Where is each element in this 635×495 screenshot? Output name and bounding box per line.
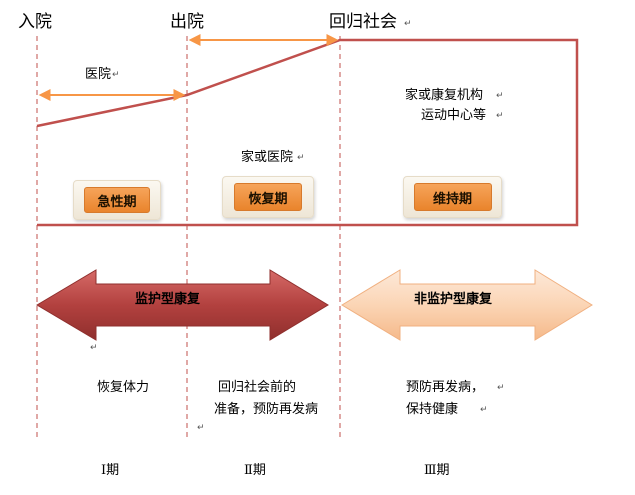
milestone-discharge: 出院 — [170, 12, 204, 32]
return-mark: ↵ — [496, 91, 504, 101]
location-home-or-rehab-line2: 运动中心等 — [421, 108, 487, 123]
stage-3-label: Ⅲ期 — [424, 463, 450, 478]
goal-phase2-line2: 准备，预防再发病 — [214, 402, 319, 417]
stage-2-label: Ⅱ期 — [244, 463, 266, 478]
return-mark: ↵ — [112, 70, 120, 80]
supervised-rehab-label: 监护型康复 — [135, 292, 201, 307]
goal-phase1: 恢复体力 — [97, 380, 150, 395]
milestone-return-society: 回归社会 — [329, 12, 397, 32]
phase-box-acute: 急性期 — [73, 180, 161, 220]
location-hospital: 医院 — [85, 67, 112, 82]
phase-acute-label: 急性期 — [84, 187, 150, 213]
supervised-rehab-arrow — [36, 269, 329, 341]
phase-box-maintenance: 维持期 — [403, 176, 502, 218]
stage-1-label: Ⅰ期 — [101, 463, 120, 478]
goal-phase3-line1: 预防再发病， — [406, 380, 485, 395]
return-mark: ↵ — [90, 343, 98, 353]
phase-maintenance-label: 维持期 — [413, 183, 492, 211]
location-home-or-hospital: 家或医院 — [241, 150, 294, 165]
return-mark: ↵ — [496, 111, 504, 121]
unsupervised-rehab-arrow — [341, 269, 593, 341]
unsupervised-rehab-label: 非监护型康复 — [414, 292, 493, 307]
phase-recovery-label: 恢复期 — [234, 183, 302, 211]
goal-phase3-line2: 保持健康 — [406, 402, 459, 417]
return-mark: ↵ — [497, 383, 505, 393]
return-mark: ↵ — [404, 19, 412, 29]
phase-box-recovery: 恢复期 — [222, 176, 314, 218]
goal-phase2-line1: 回归社会前的 — [218, 380, 297, 395]
return-mark: ↵ — [297, 153, 305, 163]
return-mark: ↵ — [197, 423, 205, 433]
return-mark: ↵ — [480, 405, 488, 415]
milestone-admission: 入院 — [18, 12, 52, 32]
location-home-or-rehab-line1: 家或康复机构 — [405, 88, 484, 103]
